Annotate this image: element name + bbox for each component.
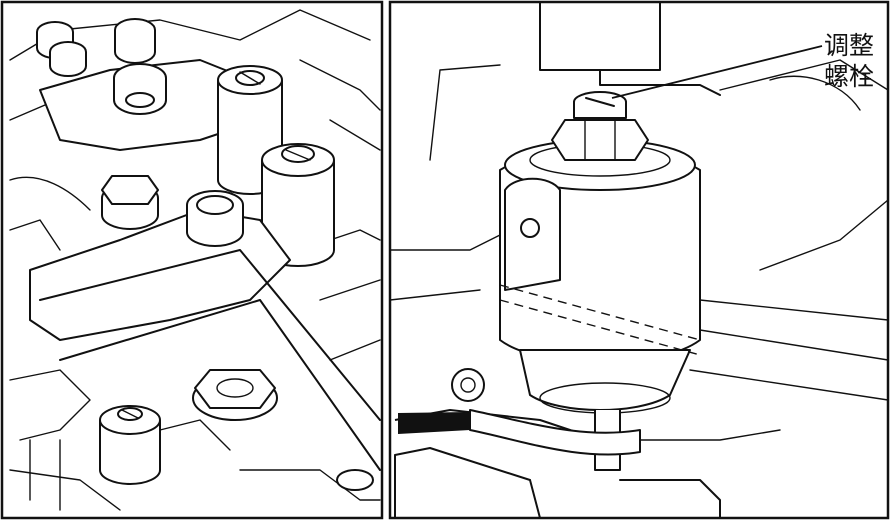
lower-adjusting-screw — [99, 405, 161, 485]
label-line-1: 调整 — [824, 31, 875, 60]
adjusting-bolt-label: 调整 螺栓 — [824, 30, 890, 92]
middle-bolt — [101, 175, 159, 230]
callout-leader-line — [611, 45, 823, 99]
left-panel-drawing — [9, 9, 381, 511]
label-line-2: 螺栓 — [824, 62, 875, 91]
adjusting-bolt — [551, 91, 649, 161]
mid-adjusting-screw — [261, 143, 335, 267]
right-panel-frame — [388, 0, 890, 520]
left-panel-frame — [0, 0, 384, 520]
right-panel-drawing — [389, 1, 889, 519]
top-bolt-cluster — [36, 18, 156, 77]
main-rocker-arm — [29, 190, 291, 341]
rocker-shaft — [39, 249, 381, 471]
bolt-housing — [499, 139, 701, 364]
lower-hex-bolt — [192, 369, 278, 421]
hidden-lines — [499, 284, 701, 356]
black-strip — [398, 412, 470, 434]
